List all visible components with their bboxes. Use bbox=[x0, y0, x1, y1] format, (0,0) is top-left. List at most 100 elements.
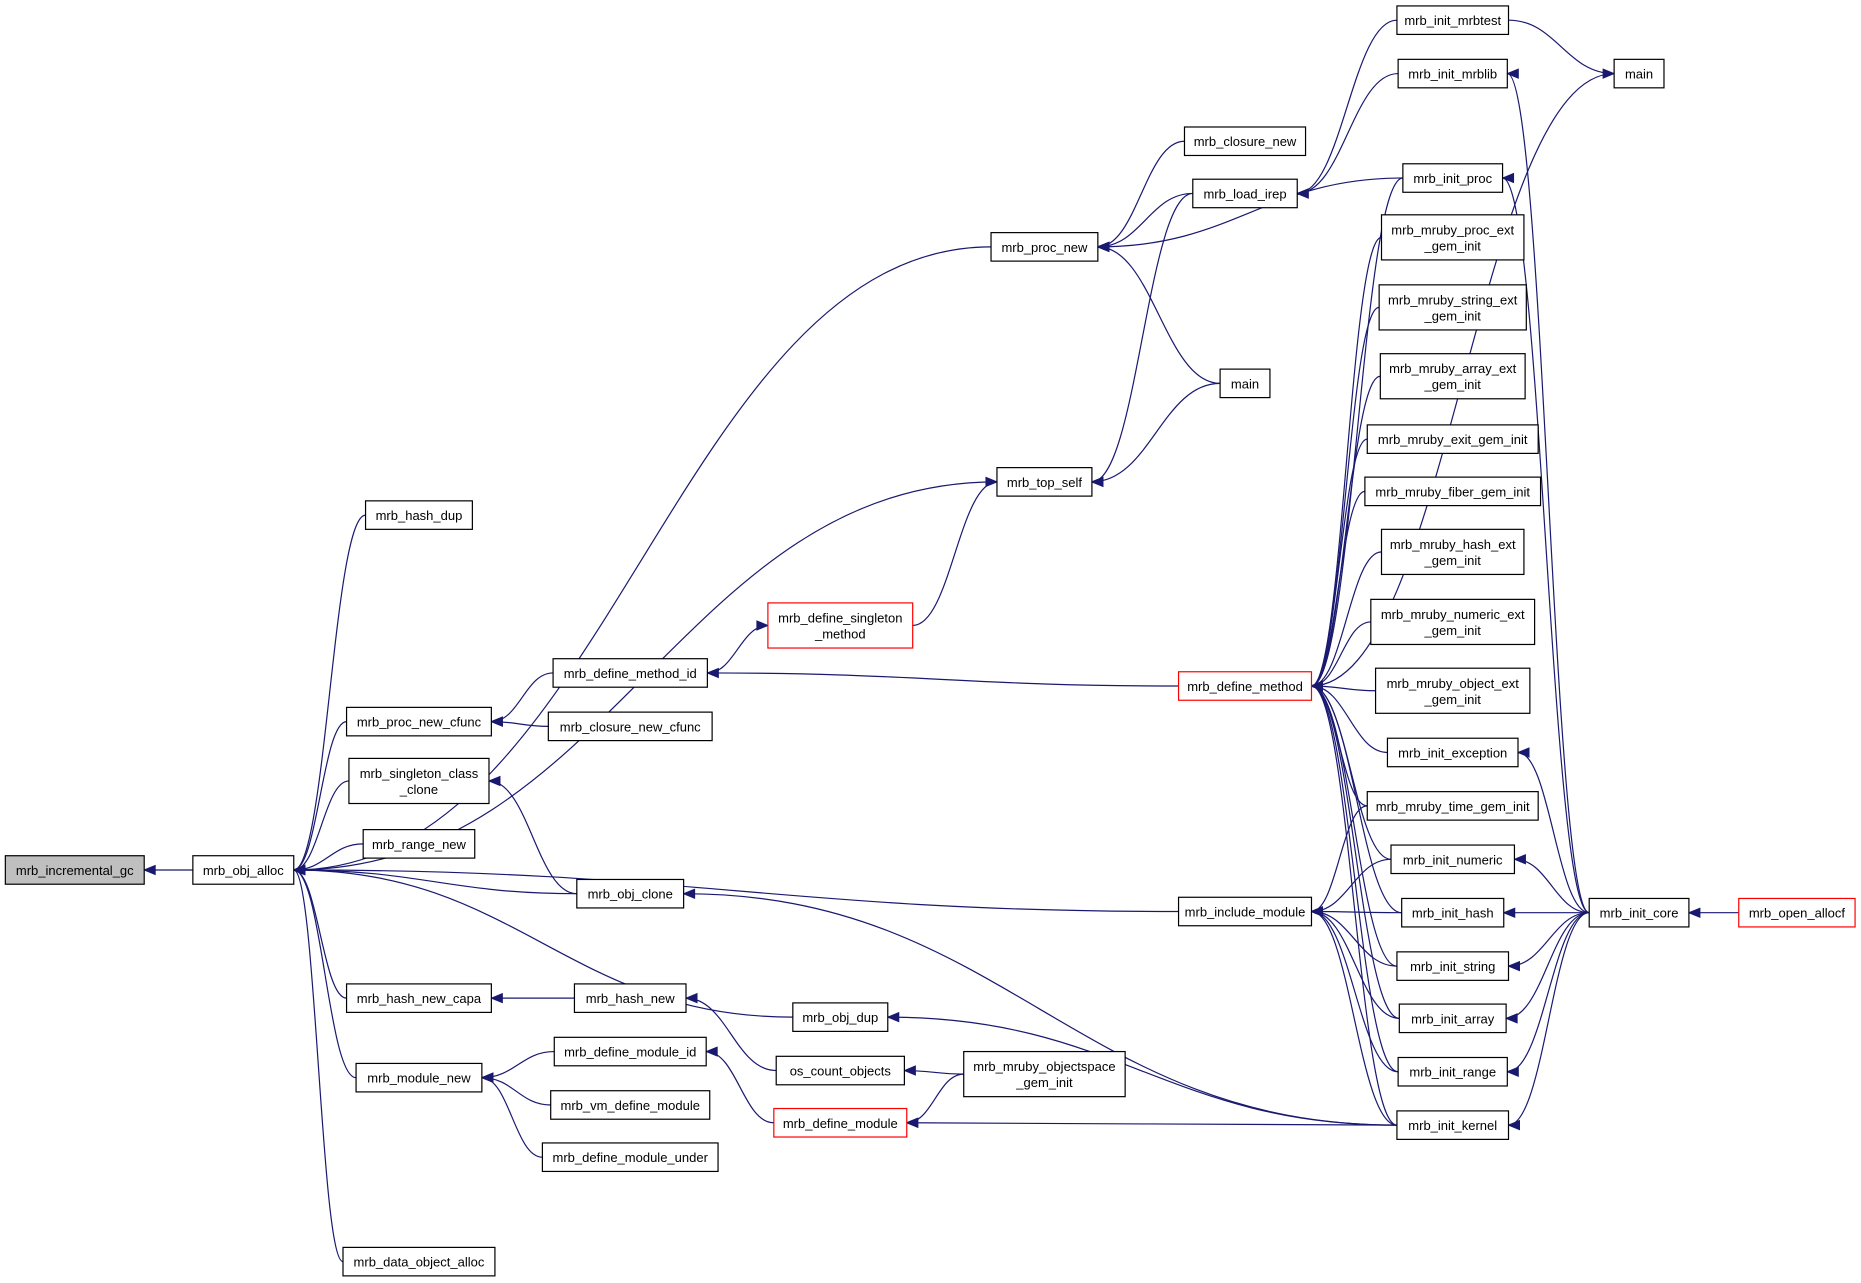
node-hash_dup[interactable]: mrb_hash_dup bbox=[364, 500, 473, 530]
node-box-data_object_alloc bbox=[342, 1246, 496, 1277]
edge-init_kernel-to-obj_clone bbox=[683, 893, 1397, 1126]
node-include_module[interactable]: mrb_include_module bbox=[1177, 896, 1313, 927]
node-box-init_proc bbox=[1402, 163, 1504, 193]
node-box-fiber_gem bbox=[1364, 476, 1542, 507]
node-obj_alloc[interactable]: mrb_obj_alloc bbox=[192, 855, 295, 885]
node-os_count_objects[interactable]: os_count_objects bbox=[775, 1055, 905, 1086]
edge-main_mid-to-top_self bbox=[1091, 382, 1221, 483]
node-vm_define_module[interactable]: mrb_vm_define_module bbox=[550, 1090, 711, 1120]
node-init_range[interactable]: mrb_init_range bbox=[1397, 1056, 1508, 1087]
edge-obj_dup-to-obj_alloc bbox=[293, 869, 793, 1018]
node-box-open_allocf bbox=[1738, 897, 1856, 928]
node-init_exception[interactable]: mrb_init_exception bbox=[1386, 737, 1519, 768]
node-init_mrblib[interactable]: mrb_init_mrblib bbox=[1397, 58, 1508, 89]
node-load_irep[interactable]: mrb_load_irep bbox=[1192, 178, 1298, 209]
edge-init_kernel-to-define_method bbox=[1311, 685, 1398, 1126]
node-box-init_kernel bbox=[1396, 1110, 1510, 1140]
node-incremental_gc[interactable]: mrb_incremental_gc bbox=[4, 855, 145, 885]
node-hash_new[interactable]: mrb_hash_new bbox=[573, 983, 687, 1013]
node-box-numeric_ext bbox=[1370, 598, 1536, 646]
node-closure_new[interactable]: mrb_closure_new bbox=[1183, 126, 1307, 157]
node-define_method_id[interactable]: mrb_define_method_id bbox=[552, 658, 708, 688]
node-define_module_under[interactable]: mrb_define_module_under bbox=[541, 1142, 719, 1173]
node-module_new[interactable]: mrb_module_new bbox=[355, 1062, 483, 1093]
node-define_method[interactable]: mrb_define_method bbox=[1177, 671, 1313, 701]
arrowhead-init_core-to-init_string bbox=[1507, 960, 1521, 972]
node-label-hash_new: mrb_hash_new bbox=[586, 991, 675, 1006]
node-closure_new_cfunc[interactable]: mrb_closure_new_cfunc bbox=[547, 711, 713, 742]
node-string_ext[interactable]: mrb_mruby_string_ext_gem_init bbox=[1378, 284, 1527, 331]
node-objectspace_gem_init[interactable]: mrb_mruby_objectspace_gem_init bbox=[963, 1050, 1126, 1098]
node-proc_new_cfunc[interactable]: mrb_proc_new_cfunc bbox=[345, 706, 492, 737]
node-main_mid[interactable]: main bbox=[1219, 368, 1271, 399]
edge-init_hash-to-include_module bbox=[1311, 910, 1402, 914]
node-object_ext[interactable]: mrb_mruby_object_ext_gem_init bbox=[1374, 667, 1531, 714]
edge-init_kernel-to-obj_dup bbox=[887, 1016, 1397, 1126]
arrowhead-data_object_alloc-to-obj_alloc bbox=[292, 864, 306, 876]
node-define_module[interactable]: mrb_define_module bbox=[773, 1107, 908, 1138]
edge-init_core-to-init_array bbox=[1506, 912, 1590, 1019]
edge-define_singleton_method-to-top_self bbox=[912, 481, 998, 627]
arrowhead-objectspace_gem_init-to-os_count_objects bbox=[903, 1065, 916, 1076]
edge-init_mrbtest-to-load_irep bbox=[1297, 19, 1397, 195]
arrowhead-define_module_under-to-module_new bbox=[480, 1072, 494, 1083]
node-array_ext[interactable]: mrb_mruby_array_ext_gem_init bbox=[1379, 353, 1526, 400]
edge-init_core-to-init_exception bbox=[1517, 751, 1590, 914]
node-data_object_alloc[interactable]: mrb_data_object_alloc bbox=[342, 1246, 496, 1277]
node-box-hash_new_capa bbox=[345, 983, 492, 1013]
node-label-string_ext: _gem_init bbox=[1424, 308, 1482, 323]
node-label-define_singleton_method: mrb_define_singleton bbox=[778, 610, 902, 625]
node-label-define_module_under: mrb_define_module_under bbox=[553, 1150, 709, 1165]
node-label-object_ext: _gem_init bbox=[1424, 692, 1482, 707]
node-range_new[interactable]: mrb_range_new bbox=[362, 829, 476, 859]
node-hash_new_capa[interactable]: mrb_hash_new_capa bbox=[345, 983, 492, 1013]
node-label-obj_clone: mrb_obj_clone bbox=[588, 887, 673, 902]
node-box-vm_define_module bbox=[550, 1090, 711, 1120]
node-define_singleton_method[interactable]: mrb_define_singleton_method bbox=[767, 602, 914, 649]
node-init_mrbtest[interactable]: mrb_init_mrbtest bbox=[1396, 5, 1510, 36]
node-fiber_gem[interactable]: mrb_mruby_fiber_gem_init bbox=[1364, 476, 1542, 507]
node-hash_ext[interactable]: mrb_mruby_hash_ext_gem_init bbox=[1380, 528, 1525, 576]
node-define_module_id[interactable]: mrb_define_module_id bbox=[553, 1036, 707, 1067]
node-obj_clone[interactable]: mrb_obj_clone bbox=[576, 878, 685, 909]
node-box-os_count_objects bbox=[775, 1055, 905, 1086]
node-exit_gem[interactable]: mrb_mruby_exit_gem_init bbox=[1366, 424, 1539, 454]
node-box-array_ext bbox=[1379, 353, 1526, 400]
node-init_kernel[interactable]: mrb_init_kernel bbox=[1396, 1110, 1510, 1140]
edge-init_range-to-include_module bbox=[1311, 910, 1399, 1073]
node-numeric_ext[interactable]: mrb_mruby_numeric_ext_gem_init bbox=[1370, 598, 1536, 646]
arrowhead-hash_new-to-hash_new_capa bbox=[490, 992, 503, 1004]
node-obj_dup[interactable]: mrb_obj_dup bbox=[792, 1002, 889, 1032]
node-box-init_exception bbox=[1386, 737, 1519, 768]
node-init_string[interactable]: mrb_init_string bbox=[1396, 951, 1510, 981]
node-top_self[interactable]: mrb_top_self bbox=[996, 467, 1093, 497]
node-proc_ext[interactable]: mrb_mruby_proc_ext_gem_init bbox=[1380, 214, 1525, 261]
node-label-proc_new: mrb_proc_new bbox=[1001, 240, 1088, 255]
node-box-hash_dup bbox=[364, 500, 473, 530]
node-open_allocf[interactable]: mrb_open_allocf bbox=[1738, 897, 1856, 928]
node-init_proc[interactable]: mrb_init_proc bbox=[1402, 163, 1504, 193]
node-label-singleton_class_clone: mrb_singleton_class bbox=[360, 766, 479, 781]
edge-init_core-to-init_mrblib bbox=[1507, 72, 1590, 914]
node-box-objectspace_gem_init bbox=[963, 1050, 1126, 1098]
node-label-objectspace_gem_init: mrb_mruby_objectspace bbox=[973, 1059, 1115, 1074]
node-time_gem[interactable]: mrb_mruby_time_gem_init bbox=[1366, 791, 1539, 821]
node-label-init_hash: mrb_init_hash bbox=[1412, 906, 1494, 921]
node-init_core[interactable]: mrb_init_core bbox=[1588, 897, 1690, 928]
node-label-module_new: mrb_module_new bbox=[367, 1071, 471, 1086]
edge-layer bbox=[142, 19, 1739, 1263]
node-box-define_module bbox=[773, 1107, 908, 1138]
arrowhead-init_core-to-init_array bbox=[1504, 1013, 1518, 1024]
edge-main_mid-to-proc_new bbox=[1097, 246, 1221, 384]
node-label-init_array: mrb_init_array bbox=[1411, 1011, 1495, 1026]
node-init_array[interactable]: mrb_init_array bbox=[1398, 1003, 1507, 1034]
node-main_right[interactable]: main bbox=[1613, 58, 1665, 89]
arrowhead-init_core-to-init_hash bbox=[1502, 907, 1516, 918]
node-singleton_class_clone[interactable]: mrb_singleton_class_clone bbox=[348, 757, 490, 805]
node-box-init_core bbox=[1588, 897, 1690, 928]
node-label-main_right: main bbox=[1625, 67, 1653, 82]
node-proc_new[interactable]: mrb_proc_new bbox=[990, 232, 1099, 262]
node-init_numeric[interactable]: mrb_init_numeric bbox=[1390, 844, 1516, 875]
node-init_hash[interactable]: mrb_init_hash bbox=[1401, 897, 1505, 928]
node-label-array_ext: _gem_init bbox=[1424, 377, 1482, 392]
